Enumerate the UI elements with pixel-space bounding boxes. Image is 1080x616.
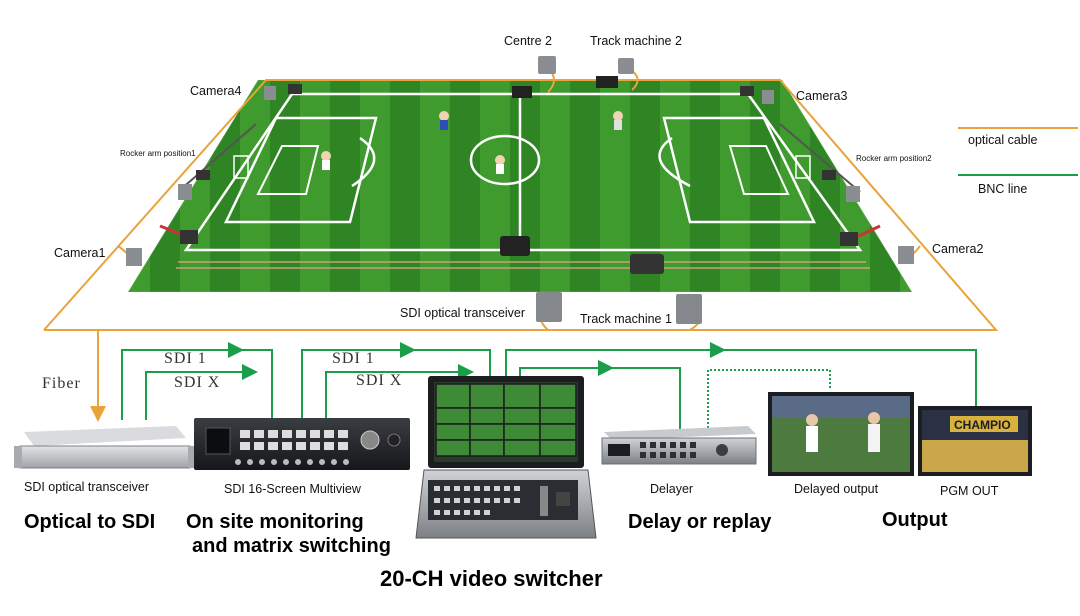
heading-output: Output	[882, 509, 948, 531]
heading-delay-or-replay: Delay or replay	[628, 511, 772, 533]
heading-monitoring-line1: On site monitoring	[186, 511, 364, 533]
label-camera1: Camera1	[54, 246, 106, 260]
label-camera3: Camera3	[796, 89, 848, 103]
label-sdi1-b: SDI 1	[332, 350, 375, 367]
heading-optical-to-sdi: Optical to SDI	[24, 511, 156, 533]
legend-optical-cable: optical cable	[968, 133, 1038, 147]
legend-lines	[958, 127, 1078, 176]
legend-bnc-line: BNC line	[978, 182, 1028, 196]
video-switcher-device	[415, 376, 597, 539]
football-pitch	[126, 79, 914, 293]
label-optical-transceiver-device: SDI optical transceiver	[24, 480, 150, 494]
field-equipment	[126, 56, 914, 324]
bnc-lines	[121, 342, 977, 436]
pgm-out-monitor: CHAMPIO	[918, 406, 1032, 476]
label-fiber: Fiber	[42, 375, 81, 392]
delayed-output-monitor	[768, 392, 914, 476]
label-sdix-a: SDI X	[174, 374, 221, 391]
label-pgm-out: PGM OUT	[940, 484, 999, 498]
label-track-machine-1: Track machine 1	[580, 312, 672, 326]
label-camera2: Camera2	[932, 242, 984, 256]
label-multiview-device: SDI 16-Screen Multiview	[224, 482, 361, 496]
delayer-device	[601, 426, 757, 465]
multiview-device	[194, 418, 410, 470]
sdi-optical-transceiver-device	[14, 426, 196, 469]
label-rocker-arm-2: Rocker arm position2	[856, 154, 932, 163]
label-delayer-device: Delayer	[650, 482, 694, 496]
label-sdi1-a: SDI 1	[164, 350, 207, 367]
label-sdi-optical-transceiver-field: SDI optical transceiver	[400, 306, 526, 320]
label-centre-2: Centre 2	[504, 34, 552, 48]
label-sdix-b: SDI X	[356, 372, 403, 389]
label-rocker-arm-1: Rocker arm position1	[120, 149, 196, 158]
label-delayed-output: Delayed output	[794, 482, 879, 496]
label-camera4: Camera4	[190, 84, 242, 98]
heading-monitoring-line2: and matrix switching	[192, 535, 391, 557]
champions-text: CHAMPIO	[954, 418, 1011, 432]
label-track-machine-2: Track machine 2	[590, 34, 682, 48]
heading-video-switcher: 20-CH video switcher	[380, 566, 603, 591]
